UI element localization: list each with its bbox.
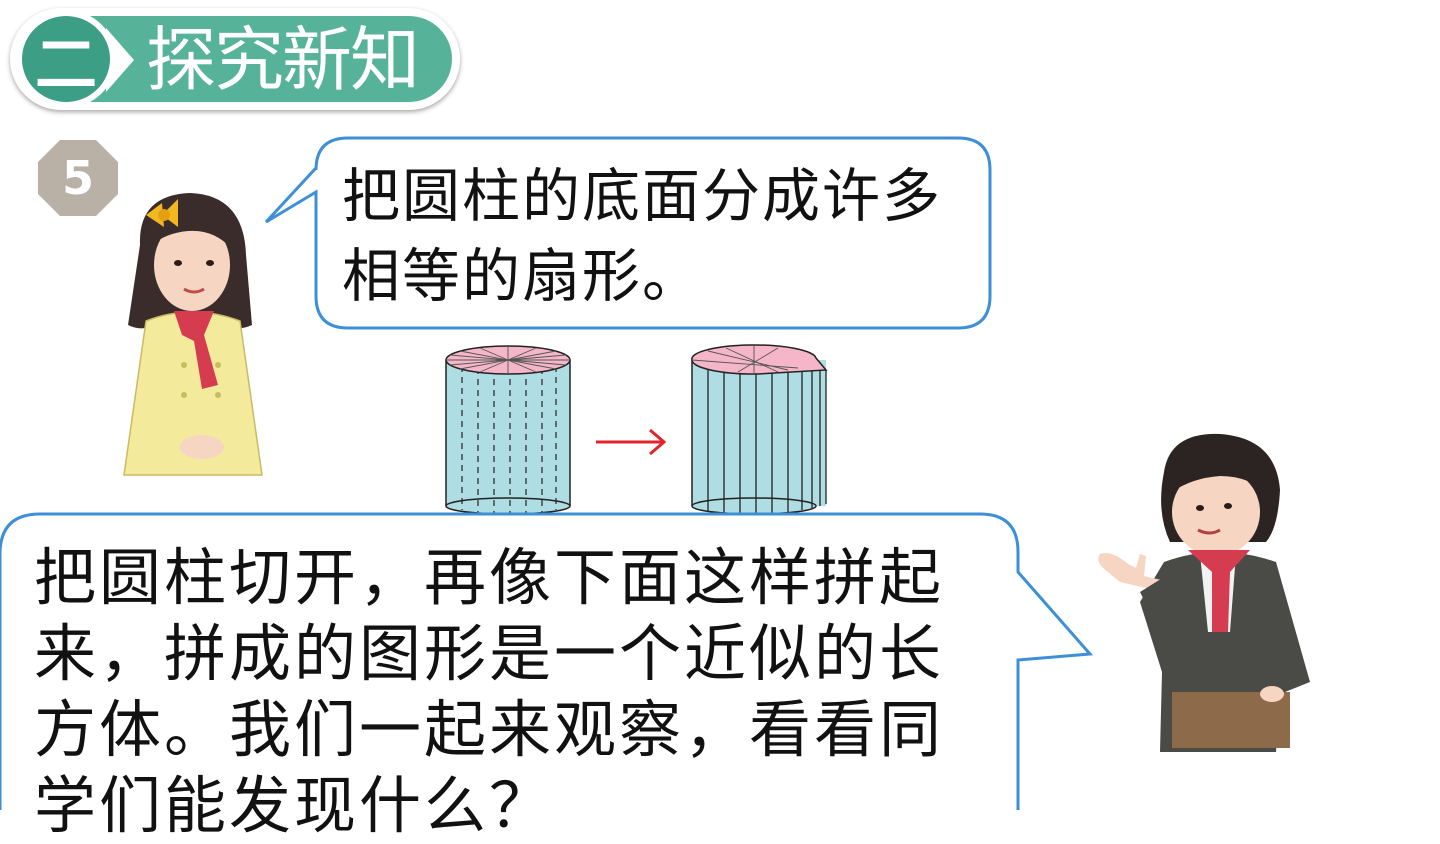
cylinder-diagram [445, 344, 828, 515]
girl-illustration [123, 193, 263, 476]
section-title: 探究新知 [146, 19, 420, 101]
right-arrow-icon [596, 428, 667, 456]
section-header: 二 探究新知 [10, 8, 462, 112]
section-number: 二 [16, 10, 116, 108]
cylinder-rearranged-icon [691, 344, 828, 515]
example-badge: 5 [36, 138, 120, 218]
girl-speech-bubble [264, 136, 992, 330]
boy-speech-text: 把圆柱切开，再像下面这样拼起来，拼成的图形是一个近似的长方体。我们一起来观察，看… [34, 541, 945, 842]
boy-illustration [1098, 433, 1310, 752]
example-number: 5 [61, 151, 94, 205]
boy-speech-bubble [0, 512, 1094, 810]
girl-speech-text: 把圆柱的底面分成许多相等的扇形。 [342, 162, 943, 310]
octagon-badge-icon [38, 140, 118, 216]
cylinder-divided-icon [445, 345, 571, 515]
